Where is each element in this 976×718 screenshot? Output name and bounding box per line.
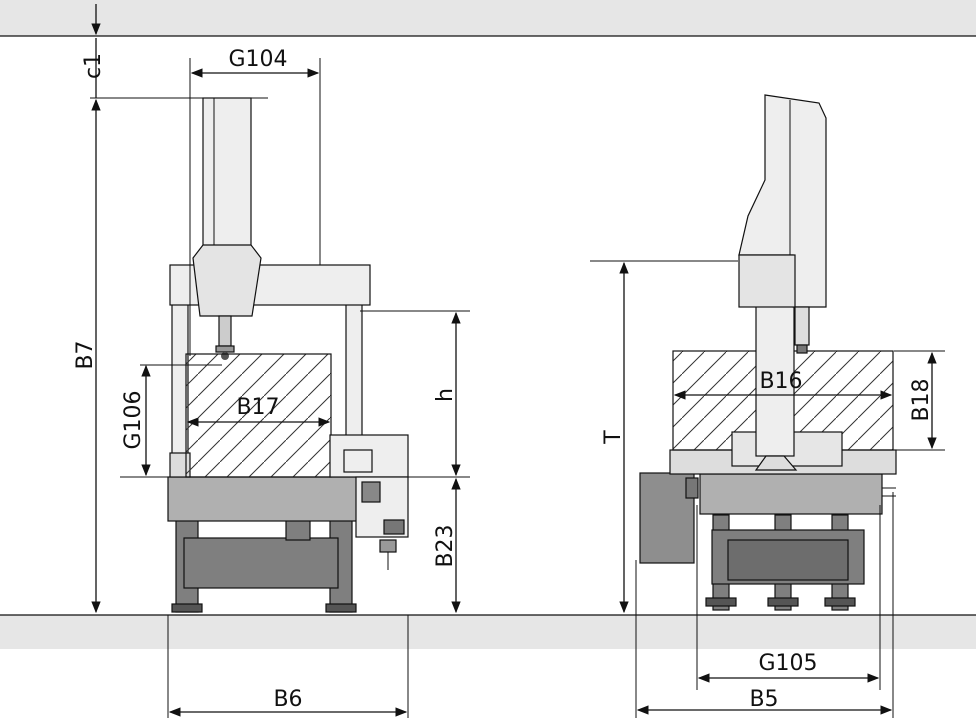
- label-b16: B16: [759, 369, 802, 394]
- side-view-machine: [639, 94, 897, 611]
- label-h: h: [433, 388, 458, 402]
- floor: [0, 614, 976, 649]
- dimension-lines: [90, 4, 945, 718]
- label-t: T: [601, 430, 626, 445]
- label-b18: B18: [909, 378, 934, 421]
- label-c1: c1: [81, 53, 106, 79]
- label-b7: B7: [73, 340, 98, 369]
- ceiling: [0, 0, 976, 37]
- label-g106: G106: [121, 390, 146, 449]
- label-b6: B6: [273, 687, 302, 712]
- front-view-machine: [167, 97, 409, 613]
- label-b5: B5: [749, 687, 778, 712]
- label-g104: G104: [228, 47, 287, 72]
- label-b23: B23: [433, 524, 458, 567]
- label-b17: B17: [236, 395, 279, 420]
- label-g105: G105: [758, 651, 817, 676]
